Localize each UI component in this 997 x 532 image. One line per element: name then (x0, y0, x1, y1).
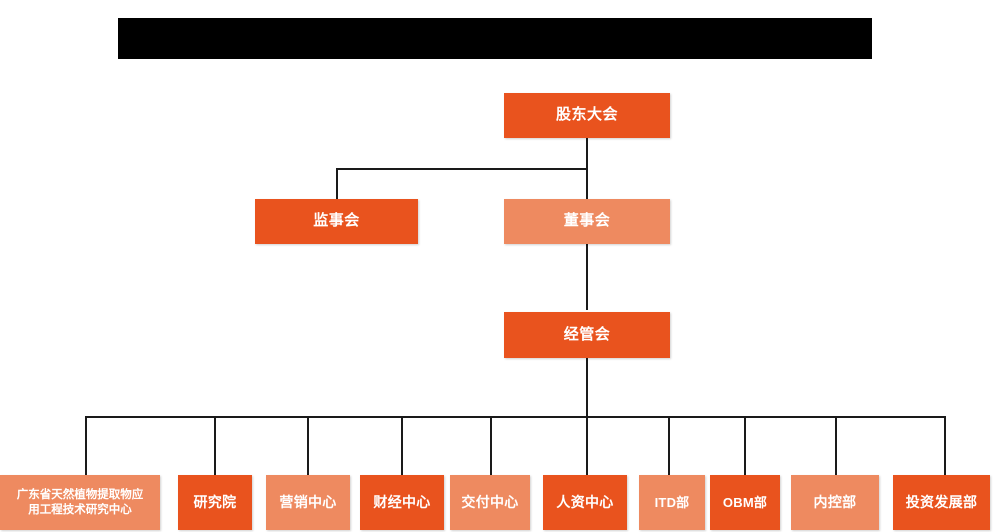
node-delivery-label: 交付中心 (461, 493, 519, 510)
connector-shareholders-stem (586, 137, 588, 230)
connector-supervisors-drop (336, 168, 338, 200)
connector-drop-obm (744, 416, 746, 475)
connector-drop-hr (586, 416, 588, 475)
connector-shareholders-to-supervisors-horizontal (336, 168, 588, 170)
connector-drop-finance (401, 416, 403, 475)
node-delivery[interactable]: 交付中心 (450, 475, 530, 530)
connector-drop-marketing (307, 416, 309, 475)
node-itd-label: ITD部 (654, 494, 690, 510)
node-internal-control[interactable]: 内控部 (791, 475, 879, 530)
node-investment[interactable]: 投资发展部 (893, 475, 990, 530)
node-management-label: 经管会 (563, 325, 611, 343)
node-supervisors-label: 监事会 (313, 212, 360, 230)
node-management[interactable]: 经管会 (504, 312, 670, 358)
connector-drop-itd (668, 416, 670, 475)
node-obm[interactable]: OBM部 (710, 475, 780, 530)
node-marketing-label: 营销中心 (279, 493, 337, 510)
connector-department-bus (85, 416, 946, 418)
connector-drop-internal-control (835, 416, 837, 475)
node-shareholders-label: 股东大会 (555, 106, 618, 124)
connector-drop-institute (214, 416, 216, 475)
node-research-center-label: 广东省天然植物提取物应 用工程技术研究中心 (16, 489, 144, 516)
node-hr-label: 人资中心 (556, 493, 614, 510)
redacted-title-bar (118, 18, 872, 59)
node-institute-label: 研究院 (193, 493, 237, 510)
node-obm-label: OBM部 (722, 494, 768, 510)
node-marketing[interactable]: 营销中心 (266, 475, 350, 530)
node-supervisors[interactable]: 监事会 (255, 199, 418, 244)
node-shareholders[interactable]: 股东大会 (504, 93, 670, 138)
node-directors-label: 董事会 (563, 212, 611, 230)
connector-drop-investment (944, 416, 946, 475)
node-finance[interactable]: 财经中心 (360, 475, 444, 530)
connector-management-stem (586, 358, 588, 418)
node-itd[interactable]: ITD部 (639, 475, 705, 530)
node-institute[interactable]: 研究院 (178, 475, 252, 530)
node-directors[interactable]: 董事会 (504, 199, 670, 244)
connector-drop-delivery (490, 416, 492, 475)
node-finance-label: 财经中心 (373, 493, 431, 510)
node-internal-control-label: 内控部 (813, 493, 857, 510)
connector-drop-research-center (85, 416, 87, 475)
connector-directors-to-management (586, 242, 588, 310)
node-investment-label: 投资发展部 (905, 493, 978, 510)
node-hr[interactable]: 人资中心 (543, 475, 627, 530)
node-research-center[interactable]: 广东省天然植物提取物应 用工程技术研究中心 (0, 475, 160, 530)
